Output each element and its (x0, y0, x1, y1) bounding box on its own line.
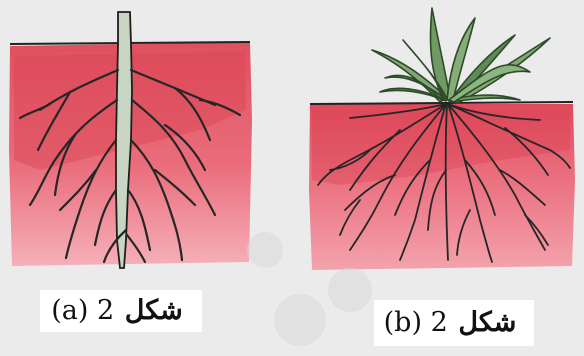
figure-b-fibrous-root (309, 8, 575, 270)
caption-b: (b) 2 شکل (374, 300, 534, 346)
caption-b-label: (b) (384, 307, 422, 338)
caption-a: (a) 2 شکل (40, 290, 202, 332)
figure-a-tap-root (9, 12, 252, 268)
caption-b-word: شکل (458, 307, 516, 338)
caption-a-word: شکل (125, 295, 183, 326)
ground-line-b (310, 102, 573, 104)
grass-leaves (372, 8, 550, 103)
caption-a-label: (a) (51, 295, 88, 326)
caption-a-number: 2 (97, 295, 114, 326)
caption-b-number: 2 (431, 307, 448, 338)
